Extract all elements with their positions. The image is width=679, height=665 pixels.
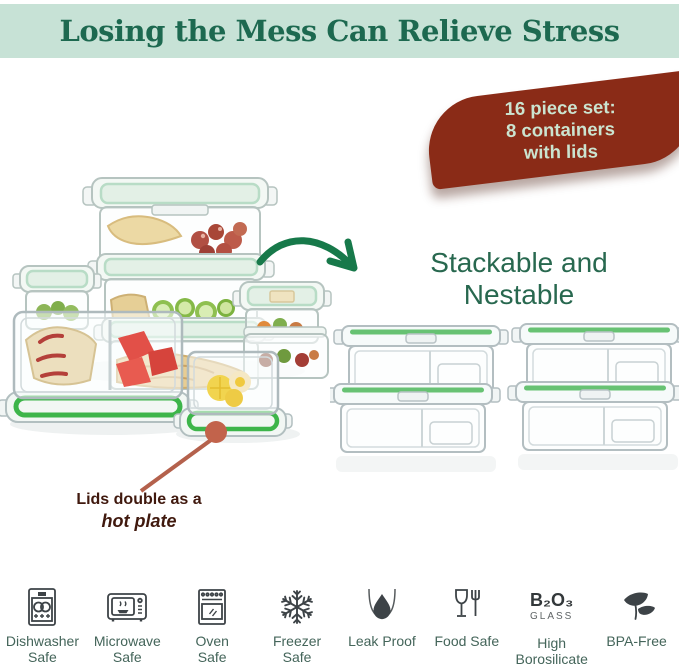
lid-hot-plate-callout: Lids double as a hot plate [50, 490, 228, 533]
divided-container-photo [0, 310, 199, 423]
feature-label: Microwave Safe [93, 633, 161, 665]
piece-count-badge: 16 piece set: 8 containers with lids [422, 69, 679, 191]
feature-bpa-free: BPA-Free [594, 583, 679, 665]
badge-text: 16 piece set: 8 containers with lids [504, 96, 617, 163]
feature-oven-safe: Oven Safe [170, 583, 255, 665]
oven-icon [190, 583, 234, 629]
feature-freezer-safe: Freezer Safe [255, 583, 340, 665]
curved-arrow-icon [256, 237, 358, 272]
banner-title: Losing the Mess Can Relieve Stress [59, 14, 620, 48]
feature-row: Dishwasher Safe Microwave Safe [0, 583, 679, 665]
feature-leak-proof: Leak Proof [340, 583, 425, 665]
callout-line2: hot plate [101, 511, 177, 531]
feature-label: Dishwasher Safe [5, 633, 79, 665]
feature-label: Leak Proof [348, 633, 416, 649]
snowflake-icon [275, 583, 319, 629]
stackable-heading: Stackable and Nestable [430, 247, 608, 310]
feature-label: High Borosilicate [515, 635, 588, 665]
feature-label: Freezer Safe [272, 633, 322, 665]
feature-label: Oven Safe [195, 633, 229, 665]
borosilicate-glass-label: GLASS [530, 610, 574, 622]
feature-dishwasher-safe: Dishwasher Safe [0, 583, 85, 665]
callout-line1: Lids double as a [76, 491, 202, 508]
dishwasher-icon [20, 583, 64, 629]
lemon-container-photo [173, 350, 293, 437]
borosilicate-icon: B₂O₃ GLASS [530, 583, 573, 631]
stackable-containers-photo [330, 323, 679, 472]
glass-fork-icon [445, 583, 489, 629]
product-photo-collage [0, 177, 332, 443]
borosilicate-formula: B₂O₃ [530, 589, 574, 610]
microwave-icon [105, 583, 149, 629]
feature-label: BPA-Free [606, 633, 667, 649]
feature-high-borosilicate: B₂O₃ GLASS High Borosilicate [509, 583, 594, 665]
leaf-icon [615, 583, 659, 629]
headline-banner: Losing the Mess Can Relieve Stress [0, 4, 679, 58]
water-drop-icon [360, 583, 404, 629]
feature-label: Food Safe [434, 633, 500, 649]
feature-food-safe: Food Safe [424, 583, 509, 665]
feature-microwave-safe: Microwave Safe [85, 583, 170, 665]
